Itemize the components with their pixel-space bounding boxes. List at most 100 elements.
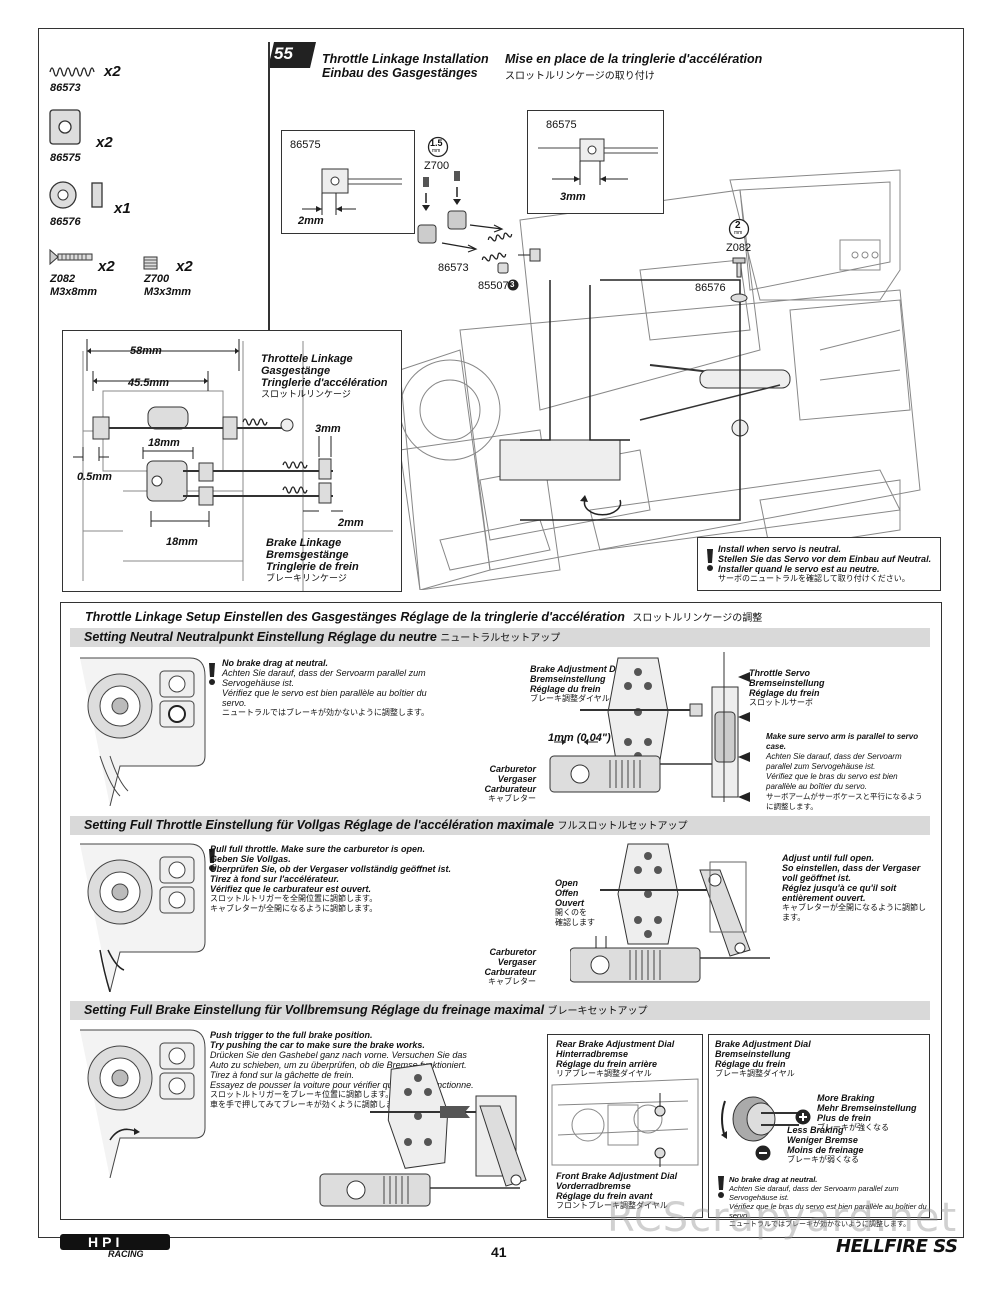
hex-size: 1.5 (430, 138, 443, 148)
dim-3mm: 3mm (315, 423, 341, 435)
less-braking-label: Less Braking Weniger Bremse Moins de fre… (787, 1125, 864, 1165)
label-en: Rear Brake Adjustment Dial (556, 1039, 675, 1049)
label-fr: Réglage du frein avant (556, 1191, 653, 1201)
note-en: Install when servo is neutral. (718, 544, 842, 554)
full-throttle-bar-text: Setting Full Throttle Einstellung für Vo… (84, 818, 554, 832)
label-fr: Réglage du frein arrière (556, 1059, 658, 1069)
label-fr: Tringlerie d'accélération (261, 377, 388, 389)
part-number: 86575 (50, 152, 81, 164)
label-jp: スロットルサーボ (749, 698, 813, 707)
part-number: Z700 (144, 273, 170, 285)
note-de: Achten Sie darauf, dass der Servoarm par… (729, 1184, 899, 1202)
label-en: Open (555, 878, 579, 888)
label-de: Bremseinstellung (715, 1049, 791, 1059)
set-screw-icon (143, 256, 158, 270)
page-number: 41 (491, 1244, 507, 1260)
note-jp: スロットルトリガーをブレーキ位置に調節します。 (210, 1090, 394, 1099)
note-fr-2: Vérifiez que le carburateur est ouvert. (210, 884, 372, 894)
label-jp: ブレーキ調整ダイヤル (530, 694, 610, 703)
note-jp: ニュートラルではブレーキが効かないように調整します。 (729, 1221, 911, 1228)
model-logo: HELLFIRE SS (836, 1236, 958, 1257)
label-jp: スロットルリンケージ (261, 389, 351, 399)
label-en: Throttele Linkage (261, 353, 353, 365)
step-divider (268, 42, 270, 332)
note-en: Push trigger to the full brake position. (210, 1030, 373, 1040)
label-en: Carburetor (489, 764, 536, 774)
spring-icon (49, 67, 95, 77)
label-de: Bremseinstellung (749, 678, 825, 688)
hex-wrench-icon (427, 136, 449, 158)
label-jp: 開くのを (555, 908, 587, 917)
part-number: 86573 (50, 82, 81, 94)
label-de: Bremseinstellung (530, 674, 606, 684)
label-en: Brake Adjustment Dial (530, 664, 626, 674)
brand-logo-text: HPI (88, 1234, 124, 1250)
transmitter-brake-icon (80, 1029, 206, 1178)
note-fr: Tirez à fond sur l'accélérateur. (210, 874, 340, 884)
part-size: M3x8mm (50, 286, 98, 298)
more-braking-label: More Braking Mehr Bremseinstellung Plus … (817, 1093, 917, 1133)
note-de: So einstellen, dass der Vergaser voll ge… (782, 863, 921, 883)
neutral-bar: Setting Neutral Neutralpunkt Einstellung… (70, 628, 930, 647)
label-fr: Moins de freinage (787, 1145, 864, 1155)
note-fr: Vérifiez que le bras du servo est bien p… (766, 772, 898, 791)
callout-part-number: 86575 (546, 119, 577, 131)
front-dial-label: Front Brake Adjustment Dial Vorderradbre… (556, 1171, 677, 1211)
step-title-en: Throttle Linkage Installation (322, 52, 489, 66)
throttle-servo-label: Throttle Servo Bremseinstellung Réglage … (749, 668, 825, 708)
brake-adjust-box: Brake Adjustment Dial Bremseinstellung R… (708, 1034, 930, 1228)
note-fr: Tirez à fond sur la gâchette de frein. (210, 1070, 354, 1080)
hex-unit: mm (734, 230, 743, 236)
label-jp: ブレーキ調整ダイヤル (715, 1069, 795, 1078)
label-de: Weniger Bremse (787, 1135, 858, 1145)
adjust-note: Adjust until full open. So einstellen, d… (782, 853, 932, 923)
label-jp-2: 確認します (555, 918, 595, 927)
gap-dimension: 1mm (0.04") (548, 732, 611, 744)
label-en: Less Braking (787, 1125, 844, 1135)
throttle-linkage-diagram (570, 843, 770, 983)
screw-icon (730, 257, 748, 303)
brake-dial-detail-box: Rear Brake Adjustment Dial Hinterradbrem… (547, 1034, 703, 1218)
dim-45-5mm: 45.5mm (128, 377, 169, 389)
part-label-85507: 85507 (478, 280, 509, 292)
install-note-box: Install when servo is neutral. Stellen S… (697, 537, 941, 591)
label-fr: Tringlerie de frein (266, 561, 359, 573)
note-en: Pull full throttle. Make sure the carbur… (210, 844, 426, 854)
note-jp: スロットルトリガーを全開位置に調節します。 (210, 894, 378, 903)
label-fr: Réglage du frein (530, 684, 601, 694)
brake-neutral-note: No brake drag at neutral. Achten Sie dar… (729, 1175, 927, 1229)
warning-icon (209, 663, 215, 685)
note-de: Achten Sie darauf, dass der Servoarm par… (766, 752, 902, 771)
dim-18mm: 18mm (166, 536, 198, 548)
label-jp: ブレーキが弱くなる (787, 1155, 859, 1164)
brand-logo-sub: RACING (108, 1249, 144, 1259)
part-label-86576: 86576 (695, 282, 726, 294)
full-brake-bar-jp: ブレーキセットアップ (547, 1006, 648, 1017)
plus-icon (795, 1109, 811, 1125)
neutral-bar-text: Setting Neutral Neutralpunkt Einstellung… (84, 630, 437, 644)
hex-unit: mm (432, 148, 441, 154)
part-qty: x2 (98, 258, 115, 275)
label-en: Front Brake Adjustment Dial (556, 1171, 678, 1181)
open-label: Open Offen Ouvert 開くのを 確認します (555, 878, 595, 928)
dim-0-5mm: 0.5mm (77, 471, 112, 483)
note-en: Adjust until full open. (782, 853, 874, 863)
neutral-linkage-diagram (549, 652, 750, 802)
note-de-2: Überprüfen Sie, ob der Vergaser vollstän… (210, 864, 452, 874)
label-jp: フロントブレーキ調整ダイヤル (556, 1201, 668, 1210)
label-en: Brake Linkage (266, 537, 342, 549)
label-fr: Ouvert (555, 898, 585, 908)
setup-section (60, 602, 942, 1220)
step-title-jp: スロットルリンケージの取り付け (505, 71, 655, 82)
callout-dimension: 2mm (298, 215, 324, 227)
brake-linkage-diagram (319, 1063, 527, 1207)
label-de: Gasgestänge (261, 365, 331, 377)
dim-58mm: 58mm (130, 345, 162, 357)
note-jp-2: キャブレターが全開になるように調節します。 (210, 904, 378, 913)
label-fr: Réglage du frein (715, 1059, 786, 1069)
screw-icon (49, 248, 93, 266)
rear-dial-label: Rear Brake Adjustment Dial Hinterradbrem… (556, 1039, 674, 1079)
label-de: Vergaser (497, 957, 536, 967)
note-de: Geben Sie Vollgas. (210, 854, 291, 864)
note-jp: サーボアームがサーボケースと平行になるように調整します。 (766, 792, 923, 811)
